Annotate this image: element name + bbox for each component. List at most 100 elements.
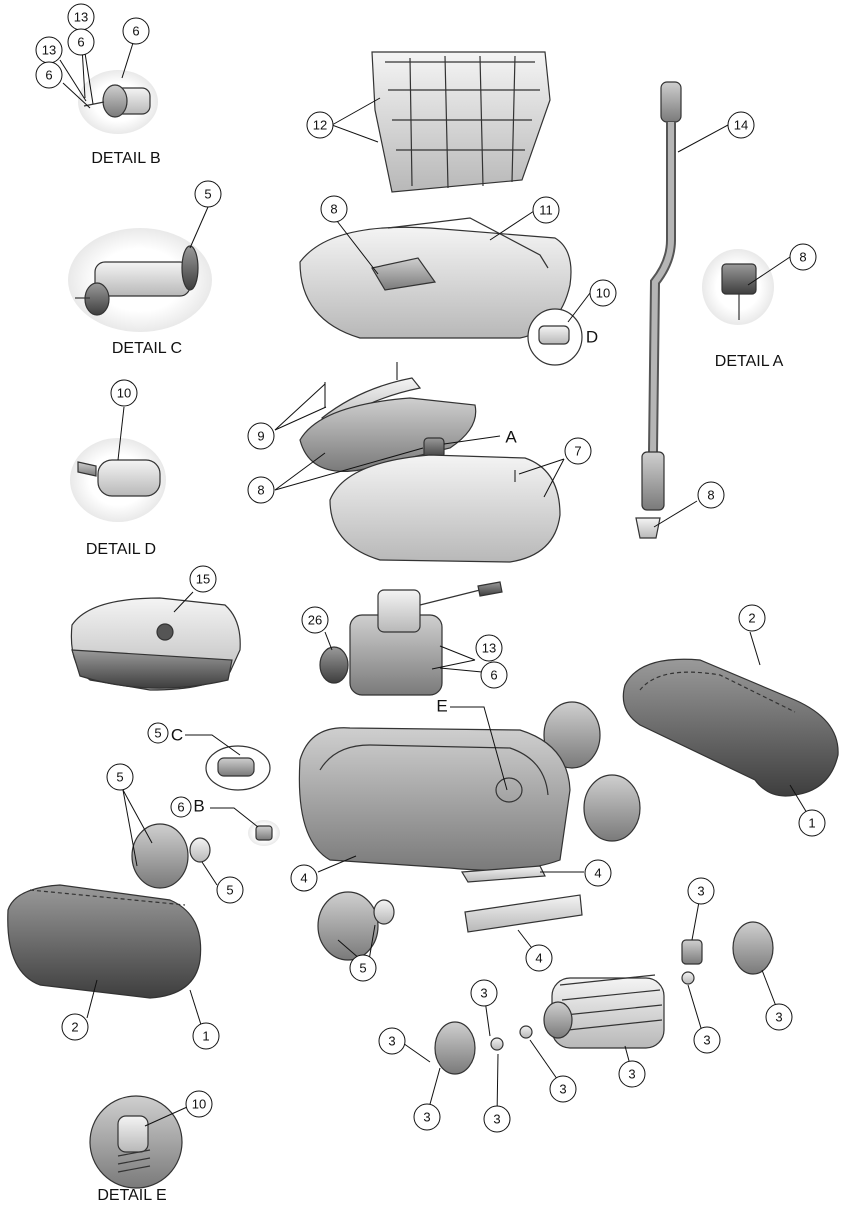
callout-3: 3 [618, 1060, 646, 1088]
svg-text:13: 13 [482, 641, 496, 656]
svg-text:3: 3 [493, 1112, 500, 1127]
svg-text:10: 10 [192, 1097, 206, 1112]
track-guides [460, 865, 583, 933]
detail-b-gear [78, 70, 158, 134]
brush-assembly [543, 974, 665, 1049]
svg-text:6: 6 [490, 668, 497, 683]
detail-c-title: DETAIL C [112, 340, 182, 357]
callout-1: 1 [798, 809, 826, 837]
svg-text:1: 1 [202, 1029, 209, 1044]
svg-text:5: 5 [226, 883, 233, 898]
svg-text:3: 3 [628, 1067, 635, 1082]
svg-text:5: 5 [116, 770, 123, 785]
callout-13: 13 [67, 3, 95, 31]
callout-6: 6 [67, 28, 95, 56]
callout-15: 15 [189, 565, 217, 593]
callout-8: 8 [697, 481, 725, 509]
svg-text:8: 8 [257, 483, 264, 498]
callout-7: 7 [564, 437, 592, 465]
detail-d-switch [70, 438, 166, 522]
detail-titles: DETAIL B DETAIL C DETAIL D DETAIL A DETA… [86, 150, 784, 1204]
callout-3: 3 [470, 979, 498, 1007]
callout-3: 3 [687, 877, 715, 905]
svg-text:3: 3 [703, 1033, 710, 1048]
left-wheel-lower [317, 891, 395, 961]
upper-shell [299, 397, 477, 472]
svg-text:9: 9 [257, 429, 264, 444]
callout-3: 3 [549, 1075, 577, 1103]
callout-8: 8 [789, 243, 817, 271]
callout-5: 5 [106, 763, 134, 791]
brush-end-cap-right [681, 921, 774, 985]
svg-text:3: 3 [775, 1010, 782, 1025]
callout-4: 4 [290, 864, 318, 892]
svg-text:6: 6 [45, 68, 52, 83]
svg-text:26: 26 [308, 613, 322, 628]
motor-assembly [319, 581, 503, 696]
callout-4: 4 [525, 944, 553, 972]
callout-10: 10 [110, 379, 138, 407]
callout-2: 2 [738, 604, 766, 632]
letter-c: C [171, 726, 183, 745]
lower-shell [329, 454, 561, 563]
svg-text:3: 3 [480, 986, 487, 1001]
svg-text:14: 14 [734, 118, 748, 133]
callout-6: 6 [170, 796, 192, 818]
svg-text:3: 3 [423, 1110, 430, 1125]
detail-a-title: DETAIL A [715, 353, 784, 370]
cover-switch-inset [527, 308, 583, 366]
small-part-b [248, 820, 280, 846]
detail-e-spring [89, 1095, 183, 1189]
svg-text:4: 4 [594, 866, 601, 881]
svg-text:10: 10 [117, 386, 131, 401]
svg-text:3: 3 [697, 884, 704, 899]
callout-6: 6 [122, 17, 150, 45]
detail-c-axle [68, 228, 212, 332]
svg-text:12: 12 [313, 118, 327, 133]
callout-3: 3 [413, 1103, 441, 1131]
power-supply-unit [70, 597, 241, 691]
callout-12: 12 [306, 111, 334, 139]
svg-text:6: 6 [177, 800, 184, 815]
svg-text:5: 5 [204, 187, 211, 202]
right-track [622, 658, 839, 797]
detail-letters: A B C D E [171, 328, 598, 816]
callout-6: 6 [480, 661, 508, 689]
svg-text:8: 8 [707, 488, 714, 503]
callout-1: 1 [192, 1022, 220, 1050]
callout-11: 11 [532, 196, 560, 224]
callout-2: 2 [61, 1013, 89, 1041]
callout-4: 4 [584, 859, 612, 887]
detail-b-title: DETAIL B [91, 150, 160, 167]
callout-13: 13 [35, 36, 63, 64]
callout-3: 3 [483, 1105, 511, 1133]
power-cable-hose [635, 81, 682, 539]
callout-26: 26 [301, 606, 329, 634]
svg-text:7: 7 [574, 444, 581, 459]
brush-end-cap-left [434, 1021, 533, 1075]
callout-10: 10 [185, 1090, 213, 1118]
svg-text:15: 15 [196, 572, 210, 587]
left-wheel-upper [131, 823, 211, 889]
callout-5: 5 [194, 180, 222, 208]
callout-14: 14 [727, 111, 755, 139]
callout-10: 10 [589, 279, 617, 307]
left-track [7, 884, 202, 999]
leader-lines [59, 29, 811, 1127]
callout-3: 3 [378, 1027, 406, 1055]
svg-text:1: 1 [808, 816, 815, 831]
callout-8: 8 [247, 476, 275, 504]
svg-text:13: 13 [74, 10, 88, 25]
detail-d-title: DETAIL D [86, 541, 156, 558]
svg-text:11: 11 [539, 203, 553, 218]
letter-d: D [586, 328, 598, 347]
top-cover [299, 217, 572, 339]
svg-text:6: 6 [77, 35, 84, 50]
callout-5: 5 [216, 876, 244, 904]
callout-8: 8 [320, 195, 348, 223]
small-part-c [205, 745, 271, 791]
callout-9: 9 [247, 422, 275, 450]
svg-text:6: 6 [132, 24, 139, 39]
svg-text:10: 10 [596, 286, 610, 301]
